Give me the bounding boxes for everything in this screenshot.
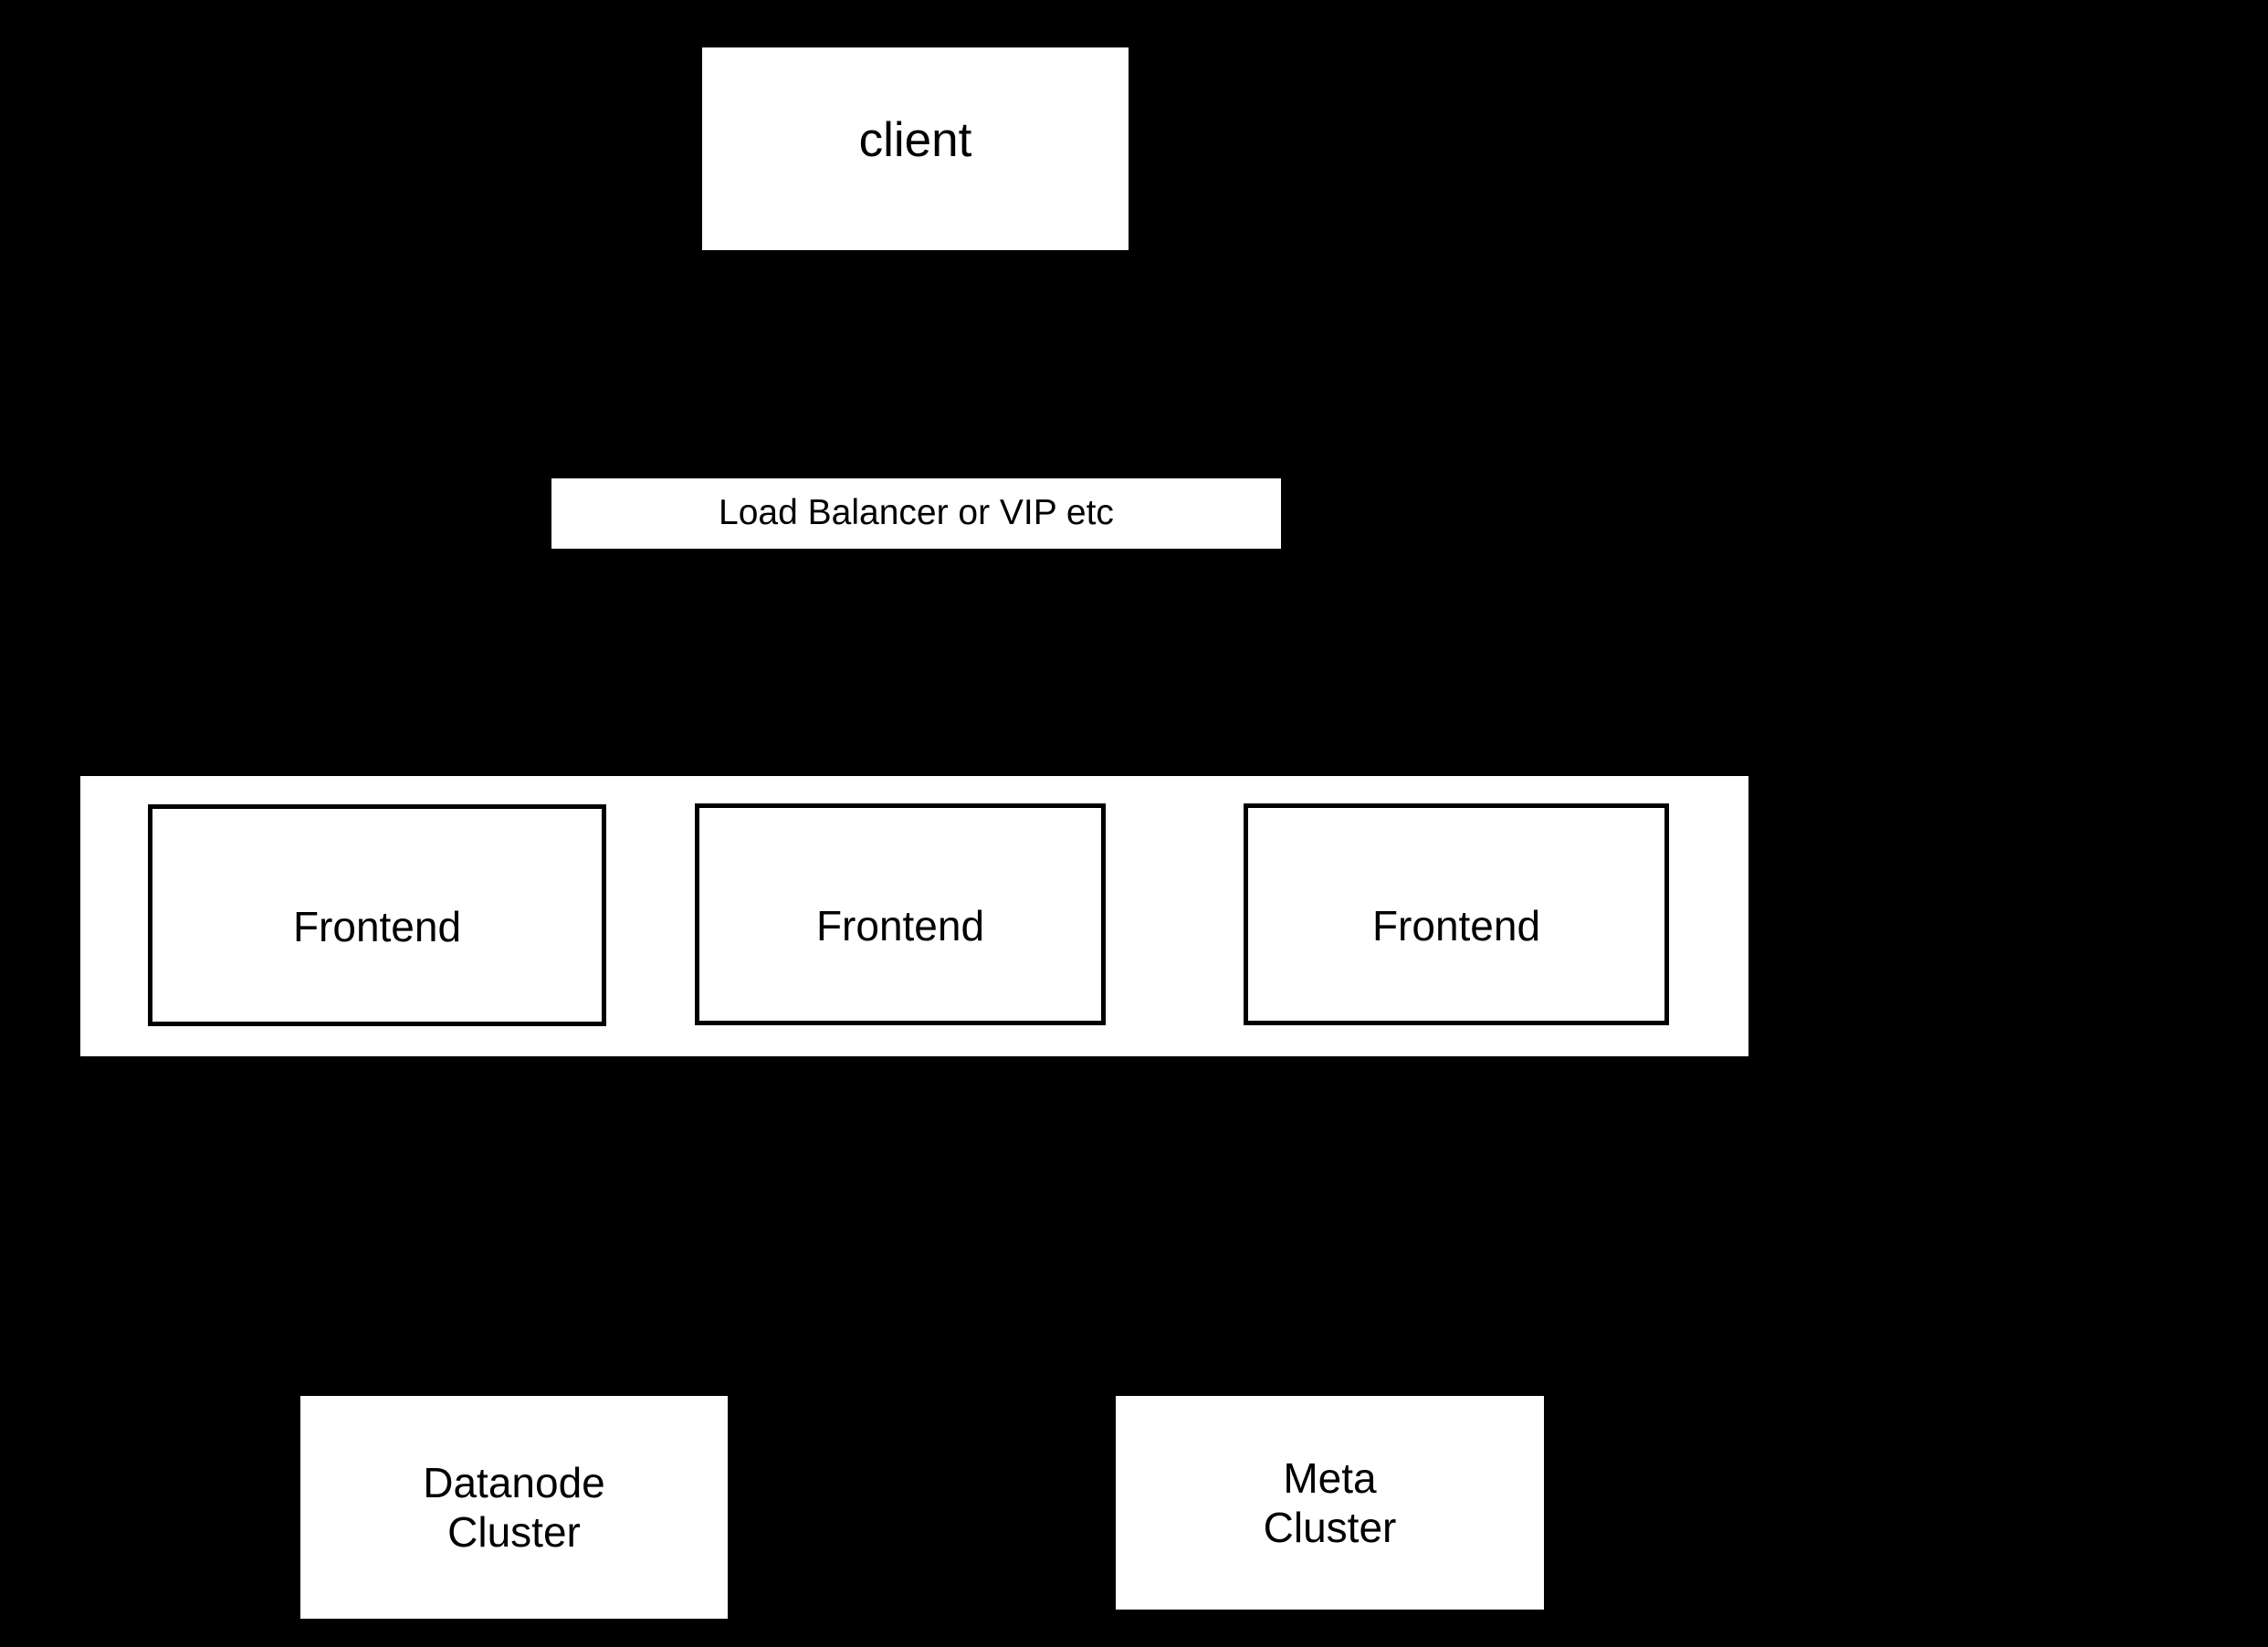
frontend-node-2-label: Frontend [815,901,985,949]
datanode-cluster-node-label: Datanode Cluster [423,1458,605,1556]
client-node-label: client [858,113,972,168]
edge-client-to-load-balancer [914,255,918,478]
edge-frontend-group-to-datanode-cluster [512,1063,516,1390]
edge-frontend-group-to-meta-cluster [1328,1063,1332,1390]
meta-cluster-node-label: Meta Cluster [1263,1453,1397,1551]
frontend-node-2: Frontend [695,803,1106,1025]
load-balancer-node: Load Balancer or VIP etc [551,478,1281,549]
frontend-node-3: Frontend [1244,803,1669,1025]
edge-load-balancer-to-frontend-group [914,549,918,770]
client-node: client [698,43,1133,255]
meta-cluster-node: Meta Cluster [1109,1390,1550,1616]
frontend-node-1-label: Frontend [292,902,462,950]
datanode-cluster-node: Datanode Cluster [294,1390,734,1625]
frontend-node-1: Frontend [148,804,606,1026]
load-balancer-node-label: Load Balancer or VIP etc [719,493,1114,533]
frontend-node-3-label: Frontend [1371,901,1541,949]
